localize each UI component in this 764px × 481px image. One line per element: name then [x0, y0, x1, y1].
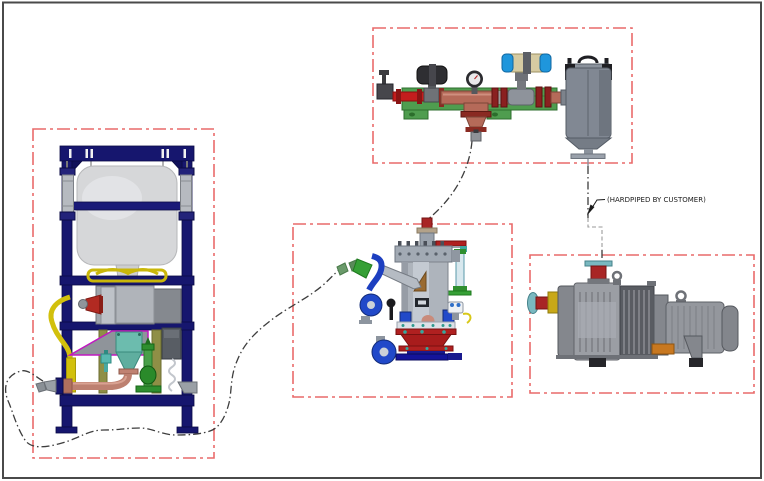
coiled-cable [168, 358, 176, 392]
cooling-fins [619, 281, 656, 359]
load-cylinder-left [59, 161, 76, 221]
control-panel [161, 327, 182, 392]
inlet-clamp-arm [366, 253, 385, 292]
rotary-discharge [371, 336, 462, 365]
discharge-hopper [78, 285, 182, 325]
inlet-flange-green [352, 258, 373, 279]
annotation-box-vacuum-pump [529, 254, 755, 394]
leader-arrowhead-icon [587, 204, 595, 216]
valve-manifold-assembly [376, 52, 613, 159]
drain-fitting [470, 131, 482, 142]
eye-bolt [611, 270, 623, 285]
vacuum-pump-package [527, 260, 739, 367]
pinch-valve [135, 337, 162, 393]
mount-foot [589, 358, 606, 367]
actuated-ball-valve [501, 52, 552, 106]
hardpiped-note: (HARDPIPED BY CUSTOMER) [607, 196, 706, 204]
pressure-regulator [376, 70, 394, 100]
hardpiped-callout: (HARDPIPED BY CUSTOMER) [587, 196, 706, 216]
flanged-joint [491, 87, 508, 108]
annotation-box-valve-manifold [372, 27, 633, 164]
discharge-spout [43, 379, 57, 393]
massage-frame [86, 268, 168, 283]
valve-knob [78, 299, 88, 309]
annotation-box-bulk-bag-unloader [32, 128, 215, 459]
discharge-flange [55, 377, 64, 395]
annotation-boxes [32, 27, 755, 459]
bulk-bag-unloader [35, 145, 199, 434]
inlet-assembly [336, 253, 422, 324]
transition-section [67, 330, 149, 371]
mount-foot [689, 358, 703, 367]
foot-bracket [177, 381, 198, 394]
discharge-pipe [35, 368, 139, 395]
beam-slots [69, 149, 186, 158]
motor [653, 294, 739, 356]
clamp-fitting [399, 311, 412, 324]
base-rail [556, 355, 658, 359]
nameplate-orange [651, 343, 675, 355]
inline-filter-silencer [564, 55, 613, 159]
solenoid-unit [447, 301, 472, 324]
connection-manifold-to-filter [426, 140, 473, 221]
support-strut [151, 329, 162, 394]
filter-receiver [336, 217, 472, 365]
connection-lines [5, 140, 603, 448]
drive-end [527, 291, 561, 314]
discharge-cone [395, 315, 457, 352]
motor-end-cap [721, 305, 739, 352]
flanged-joint [535, 86, 569, 108]
pressure-gauge [466, 70, 483, 94]
annotation-box-filter-receiver [292, 223, 513, 398]
connection-hose-unloader-to-filter [5, 269, 340, 448]
solenoid-valve [416, 64, 448, 103]
load-cylinder-right [178, 161, 195, 221]
wire-yellow [462, 312, 472, 324]
pipe-instrument [100, 350, 112, 372]
pump-body [557, 280, 621, 361]
connection-customer-pipe-step [587, 218, 603, 250]
lifting-handle [577, 55, 599, 64]
